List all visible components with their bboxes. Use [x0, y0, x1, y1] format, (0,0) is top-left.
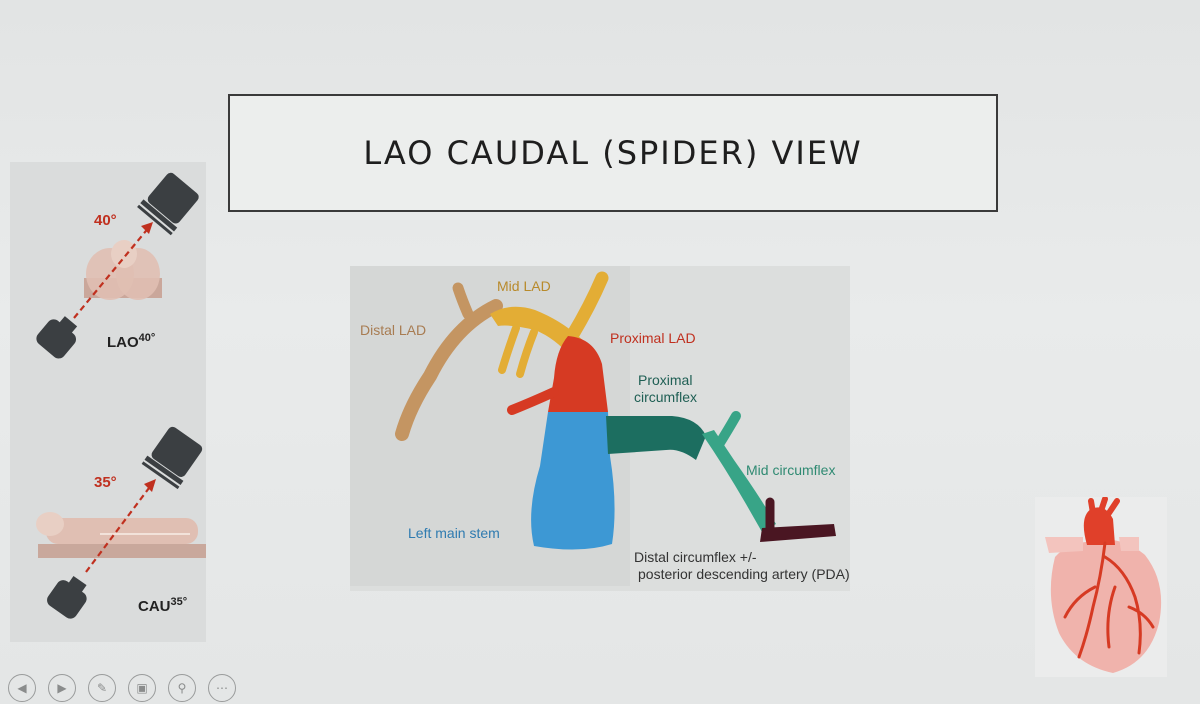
caudal-angle-label: 35° — [94, 474, 117, 491]
heart-illustration — [1035, 496, 1167, 677]
copy-icon[interactable]: ▣ — [128, 674, 156, 702]
proximal-circumflex-vessel — [606, 416, 706, 460]
mid-circumflex-label: Mid circumflex — [746, 462, 836, 478]
caudal-xray-tube-icon — [47, 575, 87, 619]
caudal-patient-illustration — [36, 512, 206, 558]
pen-icon[interactable]: ✎ — [88, 674, 116, 702]
proximal-lad-vessel — [548, 336, 608, 412]
lao-beam-arrowhead — [141, 222, 153, 234]
prev-icon[interactable]: ◀ — [8, 674, 36, 702]
lao-projection-label: LAO40° — [107, 332, 156, 351]
projection-panel: 40° LAO40° 35° CAU35° — [10, 162, 206, 642]
left-main-stem-vessel — [531, 412, 615, 550]
lao-angle-label: 40° — [94, 212, 117, 229]
caudal-detector-icon — [141, 426, 203, 490]
zoom-icon[interactable]: ⚲ — [168, 674, 196, 702]
distal-circumflex-label-line1: Distal circumflex +/- — [634, 549, 757, 565]
proximal-circumflex-label-line2: circumflex — [634, 389, 698, 405]
coronary-spider-diagram: Mid LAD Distal LAD Proximal LAD Proximal… — [350, 266, 850, 591]
presentation-toolbar: ◀ ▶ ✎ ▣ ⚲ ⋯ — [8, 674, 236, 704]
proximal-lad-label: Proximal LAD — [610, 330, 696, 346]
distal-circumflex-label-line2: posterior descending artery (PDA) — [638, 566, 850, 582]
play-icon[interactable]: ▶ — [48, 674, 76, 702]
distal-lad-label: Distal LAD — [360, 322, 427, 338]
caudal-beam-arrowhead — [144, 479, 156, 492]
slide-title: LAO CAUDAL (SPIDER) VIEW — [363, 134, 863, 172]
mid-lad-label: Mid LAD — [497, 278, 551, 294]
caudal-beam-line — [85, 483, 153, 573]
title-box: LAO CAUDAL (SPIDER) VIEW — [228, 94, 998, 212]
distal-lad-vessel — [395, 299, 503, 441]
lao-detector-icon — [137, 172, 199, 236]
more-icon[interactable]: ⋯ — [208, 674, 236, 702]
caudal-projection-label: CAU35° — [138, 596, 188, 615]
left-main-stem-label: Left main stem — [408, 525, 500, 541]
distal-circumflex-vessel — [760, 524, 836, 542]
mid-circumflex-vessel — [702, 430, 776, 532]
coronary-artery-icon — [1063, 541, 1155, 659]
proximal-circumflex-label-line1: Proximal — [638, 372, 693, 388]
heart-body-icon — [1050, 539, 1162, 673]
lao-xray-tube-icon — [36, 316, 78, 359]
